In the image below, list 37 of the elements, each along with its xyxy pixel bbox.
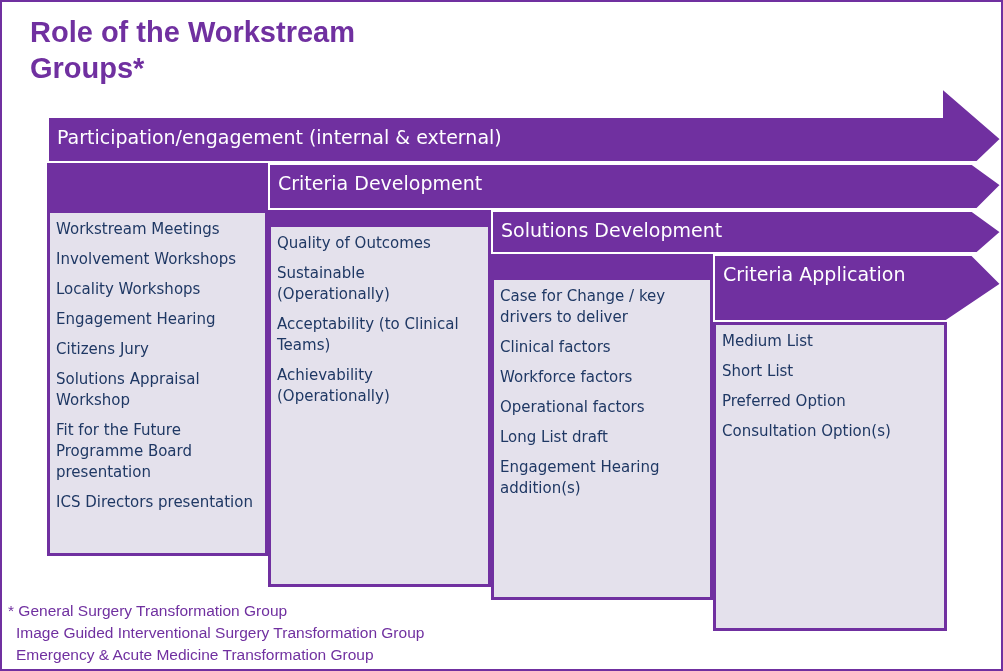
list-item: Clinical factors bbox=[500, 337, 612, 358]
arrow-band bbox=[268, 163, 1001, 210]
list-panel bbox=[47, 163, 268, 556]
list-item: Long List draft bbox=[500, 427, 609, 448]
list-item: Consultation Option(s) bbox=[722, 421, 892, 442]
list-item: Preferred Option bbox=[722, 391, 847, 412]
list-item: Acceptability (to Clinical Teams) bbox=[277, 314, 460, 356]
list-item: Short List bbox=[722, 361, 795, 382]
list-item: Workstream Meetings bbox=[56, 219, 221, 240]
list-item: Operational factors bbox=[500, 397, 646, 418]
stage-heading: Criteria Development bbox=[278, 172, 483, 194]
footnote: Emergency & Acute Medicine Transformation Group bbox=[16, 646, 374, 664]
footnote: Image Guided Interventional Surgery Transformation Group bbox=[16, 624, 425, 642]
list-item: Involvement Workshops bbox=[56, 249, 238, 270]
arrow-band bbox=[713, 254, 1001, 322]
list-panel bbox=[491, 254, 713, 600]
list-item: Sustainable (Operationally) bbox=[277, 263, 391, 305]
list-item: Medium List bbox=[722, 331, 814, 352]
stage-heading: Criteria Application bbox=[723, 263, 906, 285]
list-item: ICS Directors presentation bbox=[56, 492, 254, 513]
list-panel bbox=[713, 322, 947, 631]
stage-heading: Participation/engagement (internal & external) bbox=[57, 126, 502, 148]
slide-title: Role of the Workstream Groups* bbox=[30, 15, 356, 86]
list-item: Quality of Outcomes bbox=[277, 233, 432, 254]
list-panel bbox=[268, 210, 491, 587]
list-item: Solutions Appraisal Workshop bbox=[56, 369, 201, 411]
list-item: Engagement Hearing addition(s) bbox=[500, 457, 661, 499]
list-item: Engagement Hearing bbox=[56, 309, 217, 330]
list-item: Locality Workshops bbox=[56, 279, 202, 300]
list-item: Citizens Jury bbox=[56, 339, 150, 360]
arrow-band bbox=[491, 210, 1001, 254]
list-item: Workforce factors bbox=[500, 367, 634, 388]
stage-heading: Solutions Development bbox=[501, 219, 723, 241]
list-item: Case for Change / key drivers to deliver bbox=[500, 286, 667, 328]
list-item: Fit for the Future Programme Board presentation bbox=[56, 420, 193, 483]
footnote: * General Surgery Transformation Group bbox=[8, 602, 288, 620]
list-item: Achievability (Operationally) bbox=[277, 365, 391, 407]
